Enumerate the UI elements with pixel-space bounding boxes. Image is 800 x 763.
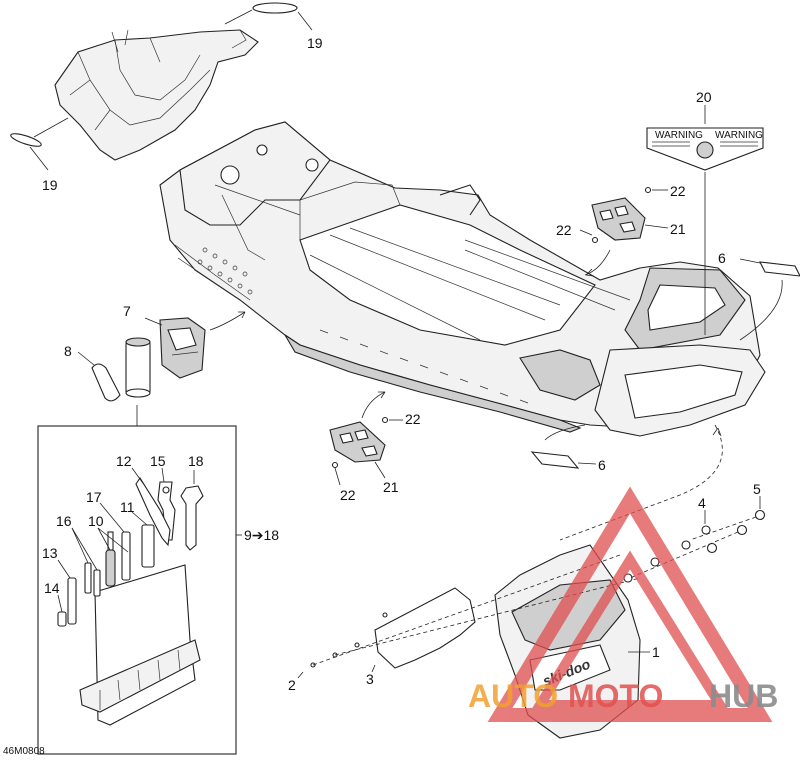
decal-19-left — [10, 117, 69, 171]
callout-10: 10 — [88, 513, 104, 529]
tool-pouch-7 — [144, 311, 246, 379]
callout-12: 12 — [116, 453, 132, 469]
rear-fairing-part — [54, 29, 259, 161]
flap-leader-dash — [559, 424, 723, 541]
watermark-text: AUTO MOTO HUB — [468, 678, 778, 714]
warning-label-text: WARNING — [655, 130, 703, 141]
callout-21-lower: 21 — [383, 479, 399, 495]
watermark-triangle-outer — [487, 486, 773, 722]
strap-8 — [77, 351, 121, 402]
socket-11 — [131, 511, 155, 568]
callout-8: 8 — [64, 343, 72, 359]
step-bracket-lower — [329, 391, 403, 486]
callout-22-lower-left: 22 — [340, 487, 356, 503]
screwdriver-10 — [97, 527, 129, 587]
watermark-moto: MOTO — [568, 678, 663, 714]
socket-12 — [131, 467, 171, 547]
callout-2: 2 — [288, 677, 296, 693]
callout-14: 14 — [44, 580, 60, 596]
hardware-2 — [297, 554, 641, 679]
watermark-logo — [487, 486, 773, 722]
callout-20: 20 — [696, 89, 712, 105]
callout-22-upper-left: 22 — [556, 222, 572, 238]
feeler-13 — [57, 559, 77, 625]
drawing-code: 46M0808 — [3, 746, 45, 757]
callout-4: 4 — [698, 495, 706, 511]
callout-15: 15 — [150, 453, 166, 469]
fuse-14 — [57, 594, 67, 627]
callout-19-top: 19 — [307, 35, 323, 51]
callout-13: 13 — [42, 545, 58, 561]
watermark-hub: HUB — [709, 678, 778, 714]
callout-6-lower: 6 — [598, 457, 606, 473]
warning-label-20: WARNING WARNING — [646, 105, 764, 335]
tool-pouch-insert — [79, 564, 201, 726]
callout-11: 11 — [120, 499, 135, 515]
reinforcement-plate-3 — [371, 587, 476, 673]
spark-plug-holder — [125, 337, 151, 398]
callout-16: 16 — [56, 513, 72, 529]
callouts: 19 19 20 22 22 21 6 7 8 22 6 22 21 12 15… — [42, 35, 761, 693]
callout-3: 3 — [366, 671, 374, 687]
bit-16 — [71, 527, 101, 597]
hardware-5 — [629, 496, 766, 579]
chassis-frame — [159, 121, 766, 437]
decal-6-lower — [530, 424, 597, 469]
warning-label-text-2: WARNING — [715, 130, 763, 141]
step-bracket-upper — [579, 186, 669, 277]
wrench-15 — [157, 467, 176, 541]
extension-17 — [99, 502, 131, 581]
callout-5: 5 — [753, 481, 761, 497]
callout-9-to-18: 9➔18 — [244, 527, 279, 543]
decal-19-top — [224, 2, 313, 31]
callout-7: 7 — [123, 303, 131, 319]
callout-21-upper: 21 — [670, 221, 686, 237]
callout-22-upper-right: 22 — [670, 183, 686, 199]
callout-17: 17 — [86, 489, 102, 505]
callout-1: 1 — [652, 644, 660, 660]
wrench-18 — [180, 470, 204, 551]
callout-6-right: 6 — [718, 250, 726, 266]
running-board-slots — [319, 329, 529, 404]
callout-19-left: 19 — [42, 177, 58, 193]
tool-kit-frame — [37, 405, 242, 755]
decal-6-right — [739, 258, 800, 341]
hardware-4 — [623, 510, 711, 583]
callout-18: 18 — [188, 453, 204, 469]
watermark-auto: AUTO — [468, 678, 558, 714]
frame-perforations — [197, 247, 253, 295]
watermark-triangle-inner — [531, 550, 729, 710]
callout-22-lower-right: 22 — [405, 411, 421, 427]
